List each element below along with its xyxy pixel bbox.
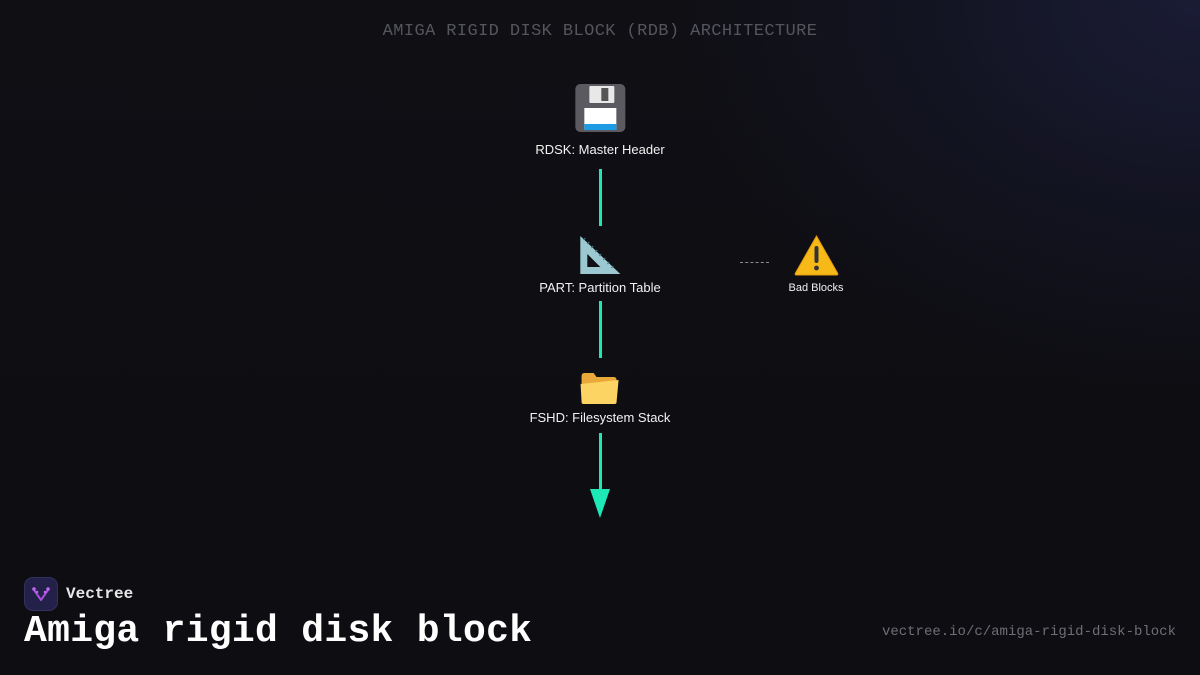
node-label: RDSK: Master Header bbox=[535, 142, 665, 157]
edge-rdsk-part bbox=[598, 169, 602, 226]
node-fshd[interactable]: FSHD: Filesystem Stack bbox=[529, 370, 671, 425]
warning-icon bbox=[794, 234, 838, 276]
node-label: Bad Blocks bbox=[788, 282, 844, 294]
brand: Vectree bbox=[24, 577, 133, 611]
page-title: Amiga rigid disk block bbox=[24, 610, 533, 653]
diagram-title: AMIGA RIGID DISK BLOCK (RDB) ARCHITECTUR… bbox=[382, 22, 818, 41]
node-part[interactable]: PART: Partition Table bbox=[539, 234, 661, 295]
page-url[interactable]: vectree.io/c/amiga-rigid-disk-block bbox=[881, 624, 1176, 640]
edge-fshd-down bbox=[598, 433, 602, 493]
edge-part-fshd bbox=[598, 301, 602, 358]
floppy-disk-icon bbox=[574, 84, 625, 132]
triangular-ruler-icon bbox=[580, 236, 620, 274]
node-label: FSHD: Filesystem Stack bbox=[529, 410, 671, 425]
vectree-logo-icon bbox=[24, 577, 58, 611]
brand-name: Vectree bbox=[66, 585, 134, 603]
node-rdsk[interactable]: RDSK: Master Header bbox=[535, 84, 665, 157]
node-badblocks[interactable]: Bad Blocks bbox=[788, 234, 844, 294]
folder-icon bbox=[580, 373, 619, 404]
arrowhead-icon bbox=[590, 489, 610, 518]
node-label: PART: Partition Table bbox=[539, 280, 661, 295]
edge-part-badblocks bbox=[740, 262, 769, 263]
